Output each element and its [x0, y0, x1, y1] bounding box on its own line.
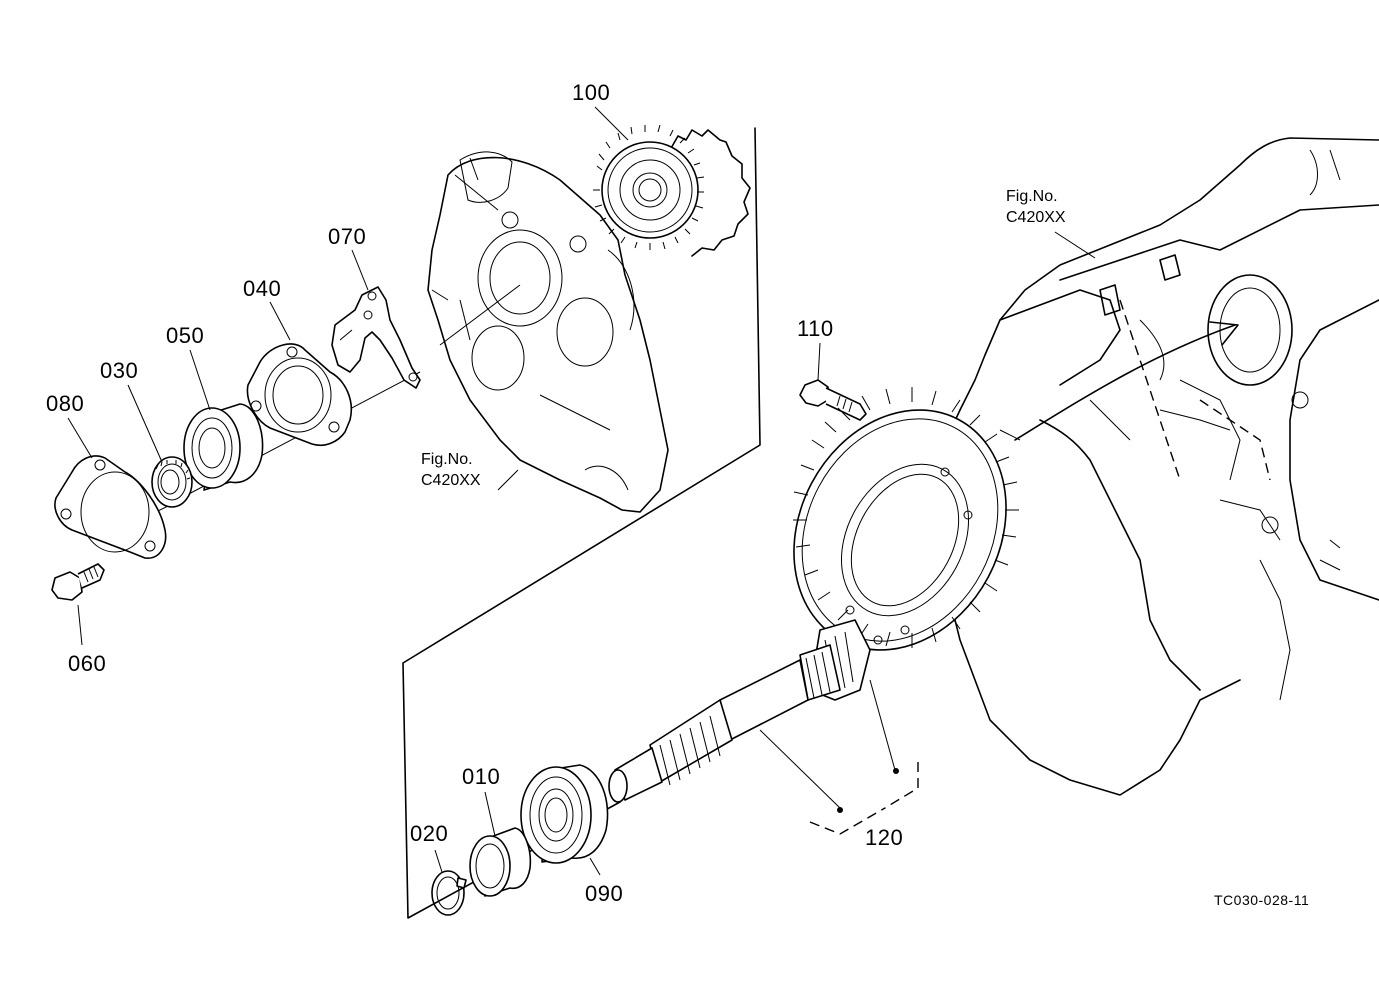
collar-010-drawing [469, 827, 532, 897]
part-label-110: 110 [797, 316, 834, 341]
bearing-090-drawing [520, 764, 609, 864]
part-label-080: 080 [46, 391, 85, 416]
part-label-070: 070 [328, 224, 367, 249]
snap-ring-020-drawing [431, 870, 467, 916]
part-label-030: 030 [100, 358, 139, 383]
part-label-050: 050 [166, 323, 205, 348]
figure-reference-right: Fig.No. C420XX [1006, 186, 1066, 228]
gear-100-drawing [593, 124, 751, 257]
figure-reference-left: Fig.No. C420XX [421, 449, 481, 491]
label-leaders [67, 106, 1096, 876]
cover-plate-080-drawing [54, 455, 167, 559]
part-label-060: 060 [68, 651, 107, 676]
figure-reference-label: Fig.No. [421, 451, 473, 468]
transmission-cover-drawing [427, 151, 669, 513]
figure-reference-label: Fig.No. [1006, 188, 1058, 205]
part-label-090: 090 [585, 881, 624, 906]
bolt-110-drawing [799, 379, 867, 421]
part-label-020: 020 [410, 821, 449, 846]
part-label-120: 120 [865, 825, 904, 850]
drawing-code: TC030-028-11 [1214, 892, 1310, 908]
part-label-040: 040 [243, 276, 282, 301]
part-label-010: 010 [462, 764, 501, 789]
figure-reference-code: C420XX [1006, 209, 1066, 226]
figure-reference-code: C420XX [421, 472, 481, 489]
crown-gear-120-drawing [608, 387, 1019, 835]
bolt-060-drawing [51, 563, 105, 601]
oil-seal-030-drawing [151, 456, 193, 508]
lever-070-drawing [331, 286, 421, 389]
part-label-100: 100 [572, 80, 611, 105]
bearing-050-drawing [183, 403, 264, 491]
flange-040-drawing [246, 343, 352, 447]
transmission-case-drawing [935, 137, 1379, 796]
